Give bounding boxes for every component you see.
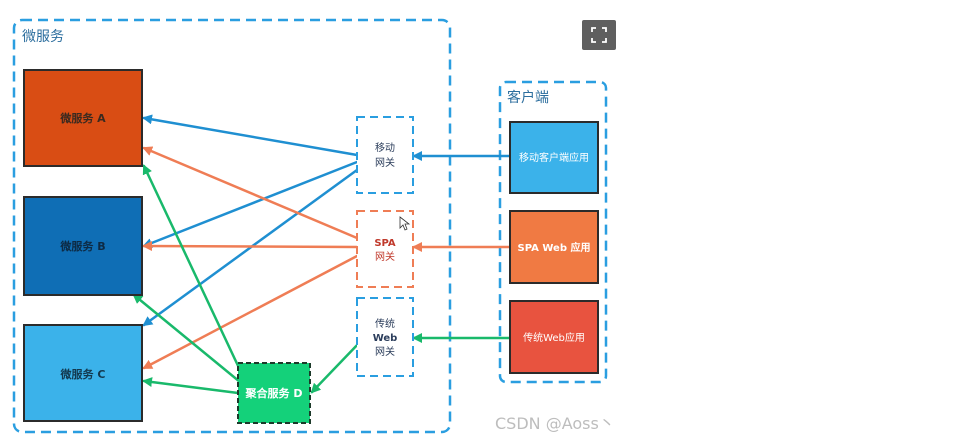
- arrows: [132, 114, 512, 395]
- gateway-mobile: 移动 网关: [356, 116, 414, 194]
- service-a-label: 微服务 A: [59, 111, 106, 125]
- aggregate-service-d-label: 聚合服务 D: [245, 386, 303, 400]
- arrow-spa-gateway-to-b: [142, 241, 359, 252]
- gateway-web-line-2: Web: [373, 333, 398, 344]
- gateway-mobile-line-1: 移动: [375, 141, 395, 154]
- arrow-d-to-b: [132, 293, 242, 384]
- client-spa-web-app: SPA Web 应用: [509, 210, 599, 284]
- clients-region-label: 客户端: [507, 89, 549, 106]
- gateway-mobile-line-2: 网关: [375, 156, 395, 169]
- microservices-region-label: 微服务: [22, 29, 64, 45]
- gateway-spa-line-1: SPA: [374, 238, 396, 249]
- client-traditional-web-app-label: 传统Web应用: [523, 331, 585, 344]
- gateway-web: 传统 Web 网关: [356, 297, 414, 377]
- client-mobile-app: 移动客户端应用: [509, 121, 599, 194]
- cursor-icon: [399, 216, 411, 231]
- arrow-d-to-c: [142, 377, 240, 395]
- client-traditional-web-app: 传统Web应用: [509, 300, 599, 374]
- arrow-mobile-gateway-to-b: [142, 160, 359, 248]
- expand-button[interactable]: [582, 20, 616, 50]
- client-mobile-app-label: 移动客户端应用: [519, 151, 589, 164]
- clients-region: [498, 80, 608, 384]
- watermark: CSDN @Aoss丶: [495, 414, 615, 433]
- arrow-mobile-gateway-to-a: [142, 114, 359, 157]
- service-c-label: 微服务 C: [60, 367, 106, 381]
- expand-icon: [591, 27, 607, 43]
- gateway-spa-line-2: 网关: [375, 250, 395, 263]
- arrow-spa-gateway-to-c: [142, 254, 359, 370]
- arrow-d-to-a: [142, 164, 242, 372]
- service-c: 微服务 C: [23, 324, 143, 422]
- service-b-label: 微服务 B: [59, 239, 105, 253]
- gateway-web-line-1: 传统: [375, 317, 395, 330]
- arrow-web-gateway-to-d: [310, 340, 362, 394]
- aggregate-service-d: 聚合服务 D: [237, 362, 311, 424]
- service-a: 微服务 A: [23, 69, 143, 167]
- arrow-spa-gateway-to-a: [142, 146, 359, 240]
- gateway-web-line-3: 网关: [375, 345, 395, 358]
- service-b: 微服务 B: [23, 196, 143, 296]
- client-spa-web-app-label: SPA Web 应用: [518, 241, 591, 254]
- microservices-region: [12, 18, 452, 434]
